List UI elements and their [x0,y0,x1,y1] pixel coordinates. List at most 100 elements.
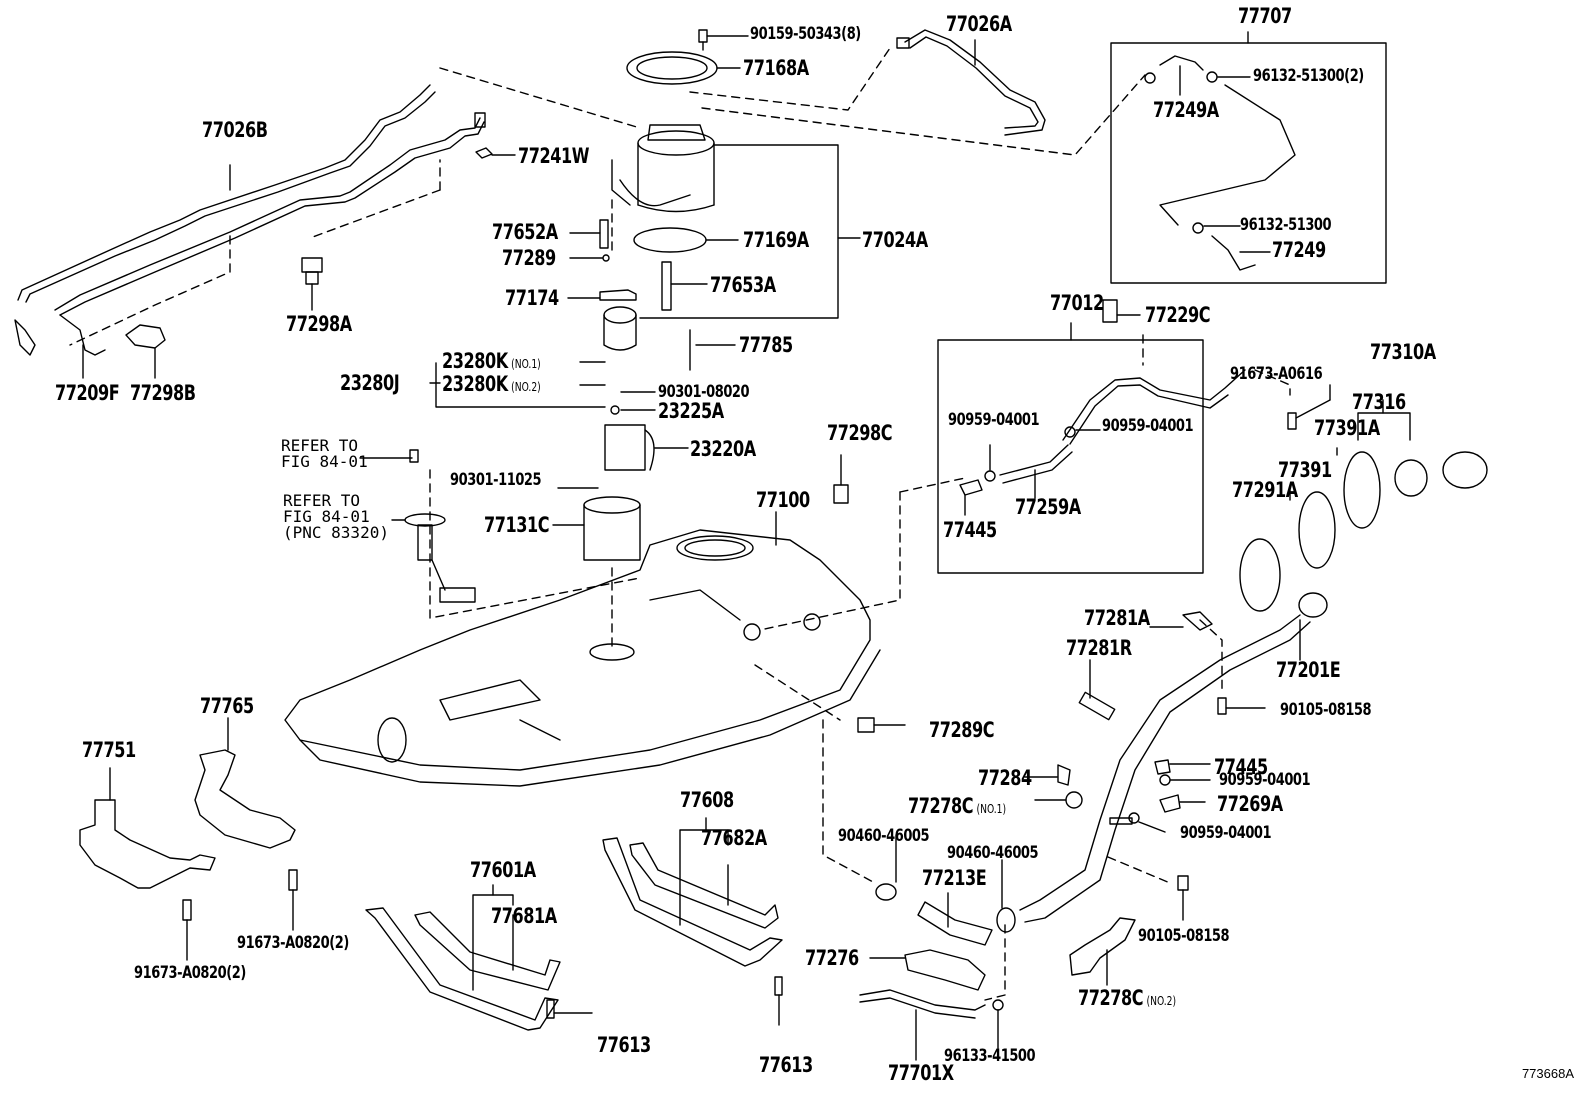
callout-77785[interactable]: 77785 [739,333,793,357]
callout-77024A[interactable]: 77024A [862,228,928,252]
callout-23280K-no1[interactable]: 23280K(NO.1) [442,351,541,372]
callout-77276[interactable]: 77276 [805,946,859,970]
callout-77289C[interactable]: 77289C [929,718,995,742]
callout-90301-08020[interactable]: 90301-08020 [658,382,750,402]
callout-77298C[interactable]: 77298C [827,421,893,445]
callout-91673-A0820-b[interactable]: 91673-A0820(2) [237,933,349,953]
clamp-77298A[interactable] [302,258,322,272]
callout-90959-04001-b[interactable]: 90959-04001 [1102,416,1194,436]
callout-77707[interactable]: 77707 [1238,4,1292,28]
spring-77652A[interactable] [600,220,608,248]
callout-77281R[interactable]: 77281R [1066,636,1132,660]
callout-77613-a[interactable]: 77613 [597,1033,651,1057]
callout-77100[interactable]: 77100 [756,488,810,512]
hose-77249[interactable] [1212,236,1255,270]
callout-90959-04001-d[interactable]: 90959-04001 [1180,823,1272,843]
callout-90959-04001-a[interactable]: 90959-04001 [948,410,1040,430]
callout-77259A[interactable]: 77259A [1015,495,1081,519]
hose-77701X[interactable] [860,990,985,1010]
clip-77174[interactable] [600,290,636,300]
callout-77174[interactable]: 77174 [505,286,559,310]
callout-77169A[interactable]: 77169A [743,228,809,252]
callout-77445-b[interactable]: 77445 [1214,755,1268,779]
callout-77278C-no2[interactable]: 77278C(NO.2) [1078,988,1176,1009]
valve-77445[interactable] [960,480,982,495]
hose-77213E[interactable] [918,902,992,945]
callout-77213E[interactable]: 77213E [922,866,987,890]
callout-96133-41500[interactable]: 96133-41500 [944,1046,1036,1066]
callout-23225A[interactable]: 23225A [658,399,724,423]
o-ring-77289[interactable] [603,255,609,261]
callout-77131C[interactable]: 77131C [484,513,550,537]
callout-77012[interactable]: 77012 [1050,291,1104,315]
grommet-77289C[interactable] [858,718,874,732]
gasket-77391A[interactable] [1344,452,1380,528]
callout-77249[interactable]: 77249 [1272,238,1326,262]
bolt-77613-a[interactable] [547,1000,554,1018]
callout-77278C-no1[interactable]: 77278C(NO.1) [908,796,1006,817]
grommet-77278C-no1[interactable] [1066,792,1082,808]
callout-90460-46005-b[interactable]: 90460-46005 [947,843,1039,863]
hose-77276[interactable] [905,950,985,990]
callout-77298A[interactable]: 77298A [286,312,352,336]
bolt-77613-b[interactable] [775,977,782,995]
callout-23280J[interactable]: 23280J [340,371,400,395]
callout-77298B[interactable]: 77298B [130,381,196,405]
bolt-90105-08158[interactable] [1218,698,1226,714]
callout-90105-08158-a[interactable]: 90105-08158 [1280,700,1372,720]
hose-77259A[interactable] [1003,452,1072,483]
fuel-tank-77100[interactable] [285,530,880,786]
callout-90959-04001-c[interactable]: 90959-04001 [1219,770,1311,790]
clamp-77298C[interactable] [834,485,848,503]
tank-strap-77608[interactable] [603,838,782,966]
callout-90105-08158-b[interactable]: 90105-08158 [1138,926,1230,946]
bolt-91673-A0616[interactable] [1288,413,1296,429]
callout-77310A[interactable]: 77310A [1370,340,1436,364]
fuel-tube-77026B[interactable] [15,85,485,355]
callout-77026B[interactable]: 77026B [202,118,268,142]
fuel-pump-module[interactable] [612,125,714,212]
callout-77445-a[interactable]: 77445 [943,518,997,542]
clamp-77284[interactable] [1058,765,1070,785]
clip-77241W[interactable] [476,148,492,158]
callout-77316[interactable]: 77316 [1352,390,1406,414]
fuel-filter[interactable] [604,307,636,323]
callout-77601A[interactable]: 77601A [470,858,536,882]
pump-cup-77131C[interactable] [584,497,640,560]
callout-77681A[interactable]: 77681A [491,904,557,928]
callout-96132-51300[interactable]: 96132-51300 [1240,215,1332,235]
callout-77391[interactable]: 77391 [1278,458,1332,482]
fuel-sender-gauge[interactable] [405,514,475,602]
bracket-77751[interactable] [80,800,215,888]
callout-77281A[interactable]: 77281A [1084,606,1150,630]
tube-77026A[interactable] [905,30,1045,135]
callout-77682A[interactable]: 77682A [701,826,767,850]
callout-77168A[interactable]: 77168A [743,56,809,80]
clamp-77298B[interactable] [126,325,165,348]
callout-90460-46005-a[interactable]: 90460-46005 [838,826,930,846]
protector-77281R[interactable] [1079,692,1114,719]
callout-77284[interactable]: 77284 [978,766,1032,790]
callout-23280K-no2[interactable]: 23280K(NO.2) [442,374,541,395]
clamp-77229C[interactable] [1103,300,1117,322]
valve-77445-b[interactable] [1155,760,1170,774]
callout-77269A[interactable]: 77269A [1217,792,1283,816]
callout-23220A[interactable]: 23220A [690,437,756,461]
callout-77751[interactable]: 77751 [82,738,136,762]
callout-91673-A0820-a[interactable]: 91673-A0820(2) [134,963,246,983]
callout-77652A[interactable]: 77652A [492,220,558,244]
callout-77289[interactable]: 77289 [502,246,556,270]
callout-77201E[interactable]: 77201E [1276,658,1341,682]
bracket-77765[interactable] [195,750,295,848]
fuel-cap-77310A[interactable] [1443,452,1487,488]
cap-77316[interactable] [1395,460,1427,496]
filler-pipe-77201E[interactable] [1020,593,1327,922]
clamp-77281A[interactable] [1183,612,1212,630]
tank-strap-77601A[interactable] [366,908,560,1030]
tube-77707[interactable] [1160,85,1295,225]
grommet-77278C-no2[interactable] [1070,918,1135,975]
hose-clamp-90460-a[interactable] [876,884,896,900]
callout-77701X[interactable]: 77701X [888,1061,954,1085]
callout-77291A[interactable]: 77291A [1232,478,1298,502]
callout-77765[interactable]: 77765 [200,694,254,718]
